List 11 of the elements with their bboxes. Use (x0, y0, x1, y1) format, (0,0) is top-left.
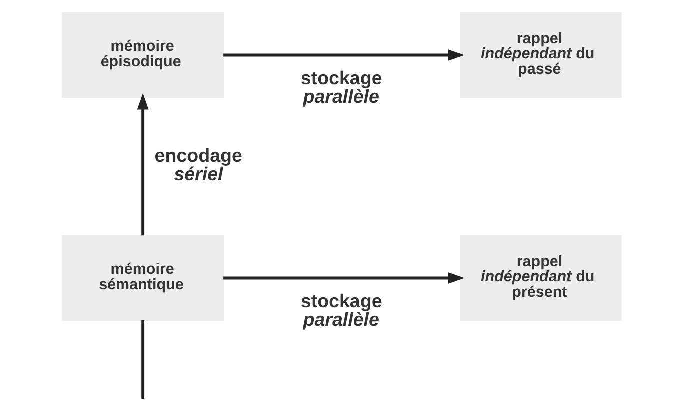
connector (141, 320, 144, 400)
edge-label: encodage sériel (154, 144, 242, 185)
node-box: rappel indépendant du passé (459, 12, 622, 98)
node-box: rappel indépendant du présent (459, 235, 622, 322)
arrow (223, 50, 464, 62)
arrow (136, 93, 148, 236)
node-box: mémoire sémantique (62, 235, 224, 322)
node-box: mémoire épisodique (62, 12, 224, 98)
edge-label: stockage parallèle (300, 67, 382, 108)
arrow (223, 272, 464, 284)
edge-label: stockage parallèle (300, 290, 382, 330)
